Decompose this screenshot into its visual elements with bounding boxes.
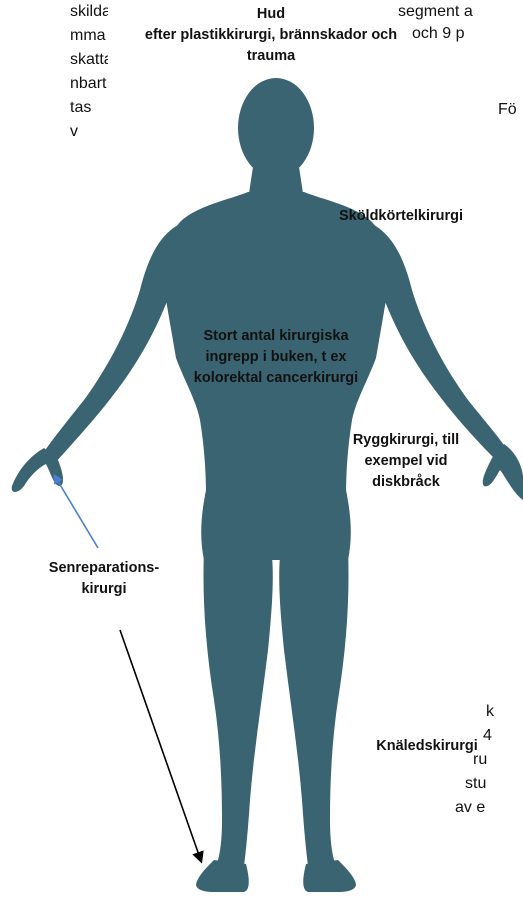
label-spine-line: exempel vid xyxy=(336,451,476,472)
left-fragment-line: mma kom- xyxy=(70,24,108,48)
bottom-right-fragment-line: stu xyxy=(465,772,486,796)
label-spine-line: diskbråck xyxy=(336,472,476,493)
label-abdomen-line: ingrepp i buken, t ex xyxy=(176,347,376,368)
black-arrow xyxy=(120,630,200,858)
left-fragment-line: tas xyxy=(70,96,108,120)
top-right-fragment-line: Fö xyxy=(498,98,517,122)
blue-arrow xyxy=(56,478,98,548)
label-skin-line: efter plastikkirurgi, brännskador och xyxy=(116,25,426,46)
label-skin-line: Hud xyxy=(116,4,426,25)
label-skin: Hud efter plastikkirurgi, brännskador oc… xyxy=(116,4,426,67)
label-thyroid: Sköldkörtelkirurgi xyxy=(318,206,484,227)
label-knee-line: Knäledskirurgi xyxy=(368,736,486,757)
label-knee: Knäledskirurgi xyxy=(368,736,486,757)
label-skin-line: trauma xyxy=(116,46,426,67)
label-abdomen: Stort antal kirurgiska ingrepp i buken, … xyxy=(176,326,376,389)
label-abdomen-line: Stort antal kirurgiska xyxy=(176,326,376,347)
label-tendon-line: Senreparations- xyxy=(24,558,184,579)
left-fragment-line: nbart xyxy=(70,72,108,96)
label-tendon-line: kirurgi xyxy=(24,579,184,600)
label-abdomen-line: kolorektal cancerkirurgi xyxy=(176,368,376,389)
bottom-right-fragment-line: k xyxy=(486,700,494,724)
left-fragment-line: v xyxy=(70,120,108,144)
bottom-right-fragment-line: av e xyxy=(455,796,485,820)
label-tendon: Senreparations- kirurgi xyxy=(24,558,184,600)
left-fragment-line: skattas xyxy=(70,48,108,72)
left-fragment-line: skilda xyxy=(70,0,108,24)
label-spine: Ryggkirurgi, till exempel vid diskbråck xyxy=(336,430,476,493)
label-thyroid-line: Sköldkörtelkirurgi xyxy=(318,206,484,227)
label-spine-line: Ryggkirurgi, till xyxy=(336,430,476,451)
left-text-fragment: skilda mma kom- skattas nbart tas v xyxy=(0,0,108,144)
